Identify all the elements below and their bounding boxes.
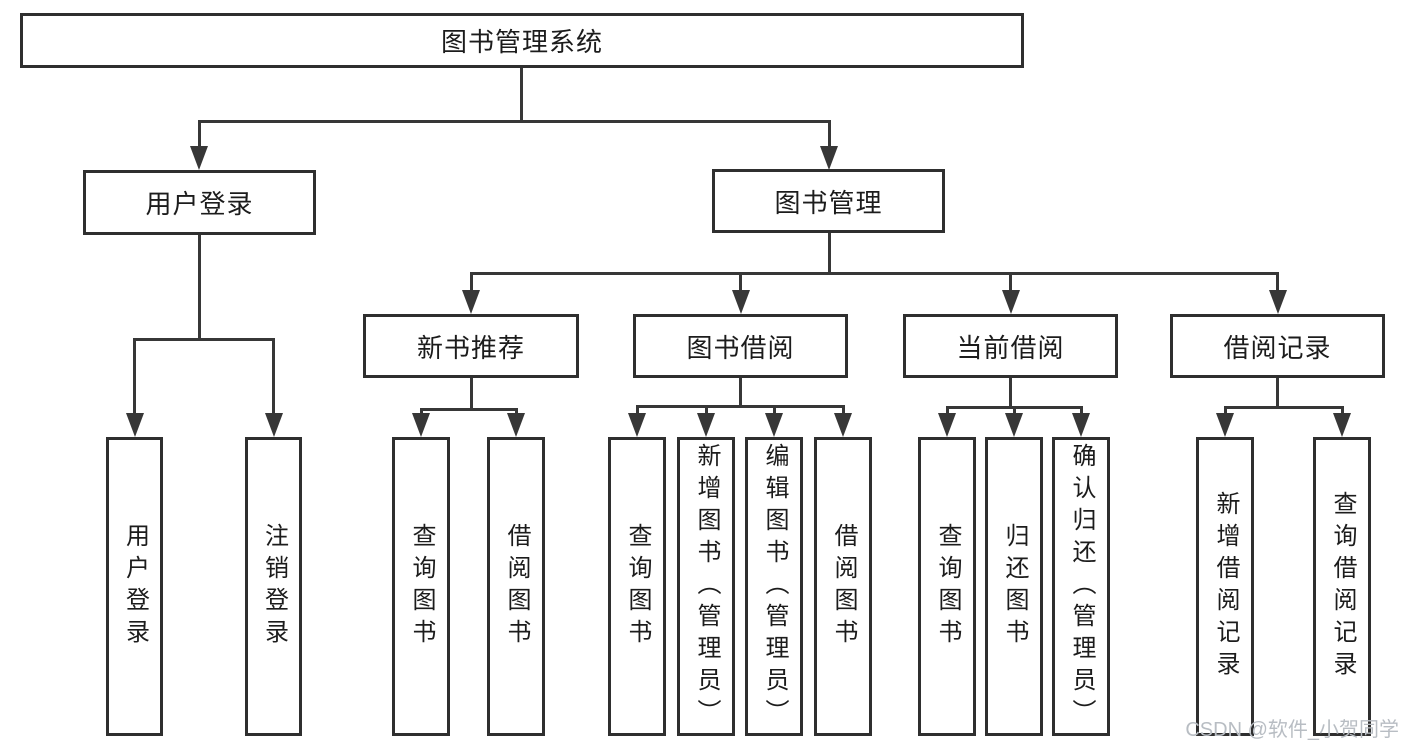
node-query-borrow-record-label: 查询借阅记录: [1329, 490, 1356, 683]
connector-line: [1009, 272, 1012, 294]
arrowhead-icon: [1216, 413, 1234, 437]
connector-line: [1079, 406, 1083, 415]
connector-line: [1012, 406, 1016, 415]
connector-line: [704, 405, 708, 415]
connector-line: [1223, 406, 1344, 409]
node-edit-books-admin: 编辑图书（管理员）: [745, 437, 803, 736]
arrowhead-icon: [1333, 413, 1351, 437]
node-query-books-1-label: 查询图书: [408, 522, 435, 651]
connector-line: [772, 405, 776, 415]
node-query-books-2: 查询图书: [608, 437, 666, 736]
connector-line: [1276, 378, 1279, 409]
connector-line: [469, 378, 473, 411]
arrowhead-icon: [1268, 290, 1287, 314]
arrowhead-icon: [1001, 290, 1020, 314]
arrowhead-icon: [820, 146, 838, 170]
node-query-borrow-record: 查询借阅记录: [1313, 437, 1371, 736]
arrowhead-icon: [125, 413, 144, 437]
node-book-management: 图书管理: [712, 169, 945, 233]
connector-line: [945, 406, 949, 415]
connector-line: [635, 405, 845, 408]
arrowhead-icon: [190, 146, 208, 170]
connector-line: [133, 338, 136, 414]
arrowhead-icon: [697, 413, 715, 437]
node-login: 用户登录: [106, 437, 163, 736]
node-add-books-admin-label: 新增图书（管理员）: [693, 442, 720, 731]
connector-line: [739, 378, 742, 408]
connector-line: [739, 272, 742, 294]
node-user-login-label: 用户登录: [145, 189, 254, 219]
node-new-book-recommend: 新书推荐: [363, 314, 579, 378]
node-book-management-label: 图书管理: [774, 187, 883, 218]
connector-line: [635, 405, 639, 415]
arrowhead-icon: [1072, 413, 1090, 437]
connector-line: [197, 120, 201, 148]
node-query-books-3-label: 查询图书: [934, 522, 961, 651]
node-query-books-3: 查询图书: [918, 437, 976, 736]
node-return-books-label: 归还图书: [1001, 522, 1028, 651]
node-new-book-recommend-label: 新书推荐: [416, 332, 525, 363]
connector-line: [519, 68, 523, 123]
node-confirm-return-admin: 确认归还（管理员）: [1052, 437, 1110, 736]
node-borrow-books-2-label: 借阅图书: [830, 522, 857, 651]
connector-line: [419, 408, 518, 411]
node-current-borrowing: 当前借阅: [903, 314, 1118, 378]
node-query-books-2-label: 查询图书: [624, 522, 651, 651]
connector-line: [197, 120, 831, 123]
node-login-label: 用户登录: [121, 522, 149, 651]
node-borrow-records: 借阅记录: [1170, 314, 1385, 378]
node-root-label: 图书管理系统: [440, 27, 603, 57]
node-root: 图书管理系统: [20, 13, 1024, 68]
node-borrow-books-1: 借阅图书: [487, 437, 545, 736]
node-borrow-books-1-label: 借阅图书: [503, 522, 530, 651]
node-edit-books-admin-label: 编辑图书（管理员）: [761, 442, 788, 731]
node-user-login: 用户登录: [83, 170, 316, 235]
arrowhead-icon: [731, 290, 750, 314]
node-borrow-books-2: 借阅图书: [814, 437, 872, 736]
node-logout-label: 注销登录: [260, 522, 288, 651]
connector-line: [133, 338, 275, 341]
arrowhead-icon: [628, 413, 646, 437]
connector-line: [272, 338, 275, 414]
connector-line: [1009, 378, 1012, 409]
connector-line: [1223, 406, 1227, 415]
connector-line: [469, 272, 473, 294]
connector-line: [827, 120, 831, 148]
connector-line: [827, 233, 831, 275]
node-current-borrowing-label: 当前借阅: [956, 332, 1065, 363]
node-confirm-return-admin-label: 确认归还（管理员）: [1068, 442, 1095, 731]
connector-line: [469, 272, 1279, 275]
node-add-books-admin: 新增图书（管理员）: [677, 437, 735, 736]
node-query-books-1: 查询图书: [392, 437, 450, 736]
arrowhead-icon: [1005, 413, 1023, 437]
connector-line: [1276, 272, 1279, 294]
arrowhead-icon: [938, 413, 956, 437]
arrowhead-icon: [834, 413, 852, 437]
node-book-borrowing-label: 图书借阅: [686, 332, 795, 363]
arrowhead-icon: [412, 413, 430, 437]
arrowhead-icon: [765, 413, 783, 437]
arrowhead-icon: [264, 413, 283, 437]
connector-line: [1340, 406, 1344, 415]
connector-line: [419, 408, 423, 416]
connector-line: [514, 408, 518, 416]
arrowhead-icon: [462, 290, 480, 314]
node-return-books: 归还图书: [985, 437, 1043, 736]
connector-line: [197, 235, 201, 341]
node-borrow-records-label: 借阅记录: [1223, 332, 1332, 363]
node-add-borrow-record-label: 新增借阅记录: [1212, 490, 1239, 683]
connector-line: [841, 405, 845, 415]
watermark: CSDN @软件_小贺同学: [1185, 719, 1399, 741]
arrowhead-icon: [507, 413, 525, 437]
node-book-borrowing: 图书借阅: [633, 314, 848, 378]
node-logout: 注销登录: [245, 437, 302, 736]
node-add-borrow-record: 新增借阅记录: [1196, 437, 1254, 736]
